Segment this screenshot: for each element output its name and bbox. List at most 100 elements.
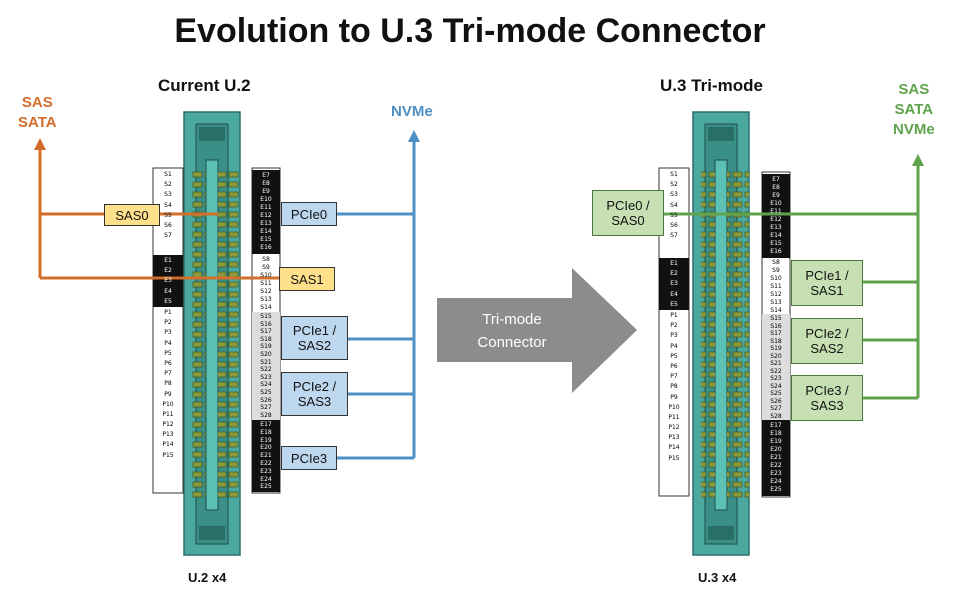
pin-label: S10 (260, 272, 272, 279)
box-label-line: SAS2 (297, 338, 332, 353)
pin-label: E5 (670, 300, 678, 308)
pin-label: P3 (670, 332, 678, 340)
pin-label: E9 (772, 192, 780, 199)
left-sas-arrow-head (34, 138, 46, 150)
pin-label: E17 (260, 421, 272, 428)
pin-label: E11 (260, 204, 272, 211)
pin-label: E14 (770, 232, 782, 239)
left-pin-block-black-top (252, 170, 280, 254)
label-sata: SATA (18, 114, 57, 131)
box-label-line: SAS0 (611, 213, 645, 228)
left-pin-block-black (153, 255, 183, 307)
pin-label: E25 (770, 486, 782, 493)
pin-label: S2 (670, 181, 678, 189)
diagram-title: Evolution to U.3 Tri-mode Connector (174, 12, 766, 50)
pin-label: E17 (770, 422, 782, 429)
pin-label: P7 (670, 373, 678, 381)
pin-label: S18 (260, 335, 272, 343)
pin-label: E18 (770, 430, 782, 437)
box-label-line: SAS3 (810, 398, 844, 413)
pin-label: P12 (162, 421, 174, 429)
pin-label: S21 (770, 360, 782, 367)
pin-label: E16 (260, 244, 272, 251)
pin-label: P4 (670, 342, 678, 350)
pin-label: S27 (770, 405, 782, 412)
pin-label: S9 (262, 264, 270, 271)
pin-label: P8 (164, 380, 172, 388)
pin-label: S4 (164, 201, 172, 209)
pin-label: E13 (260, 220, 272, 227)
pin-label: S15 (770, 315, 782, 322)
box-label-line: SAS3 (297, 394, 332, 409)
pin-label: E10 (770, 200, 782, 207)
pin-label: S27 (260, 404, 272, 412)
box-label-line: SAS2 (810, 341, 844, 356)
pin-label: E4 (670, 290, 678, 298)
pin-label: S11 (770, 283, 782, 290)
pin-label: S18 (770, 337, 782, 345)
pin-label: E21 (260, 452, 272, 460)
pin-label: E4 (164, 287, 172, 295)
left-footer: U.2 x4 (188, 570, 227, 585)
pin-label: P11 (162, 410, 174, 418)
left-pin-block-grey (252, 312, 280, 420)
label-sas: SAS (21, 94, 53, 111)
pin-label: E23 (260, 467, 272, 475)
right-pin-block-black (659, 258, 689, 310)
pin-label: S28 (260, 411, 272, 419)
right-pin-block-black-bottom (762, 420, 790, 496)
pin-label: E19 (260, 436, 272, 444)
middle-arrow (437, 268, 637, 393)
pin-label: S6 (164, 221, 172, 229)
right-footer: U.3 x4 (698, 570, 737, 585)
left-header: Current U.2 (158, 76, 251, 95)
pin-label: E20 (260, 444, 272, 452)
pin-label: S19 (770, 345, 782, 352)
pin-label: S16 (260, 320, 272, 328)
pin-label: P1 (670, 312, 678, 319)
pin-label: S21 (260, 358, 272, 366)
pin-label: S20 (260, 350, 272, 358)
pin-label: P9 (670, 393, 678, 401)
pin-label: P10 (162, 400, 174, 408)
pin-label: E7 (262, 172, 270, 179)
pin-label: S24 (260, 381, 272, 389)
pin-label: S28 (770, 412, 782, 420)
pin-label: S6 (670, 221, 678, 229)
pin-label: E22 (260, 459, 272, 467)
middle-arrow-label: Tri-mode Connector (452, 308, 572, 354)
pin-label: P5 (670, 352, 678, 360)
pin-label: S5 (670, 211, 678, 219)
pin-label: S2 (164, 181, 172, 189)
right-pin-block-grey (762, 314, 790, 420)
box-label-line: PCIe1 / (805, 268, 849, 283)
pin-label: S16 (770, 322, 782, 330)
label-sata: SATA (894, 101, 934, 118)
pin-label: E21 (770, 454, 782, 461)
box-pcie0: PCIe0 (281, 202, 337, 226)
pin-label: S23 (260, 373, 272, 381)
right-trimode-arrow-head (912, 154, 924, 166)
pin-label: E10 (260, 196, 272, 203)
right-pin-column-a (658, 167, 690, 497)
pin-label: P6 (164, 359, 172, 367)
left-sas-sata-label: SAS SATA (18, 93, 57, 133)
box-label-line: PCIe0 / (606, 198, 650, 213)
pin-label: E3 (164, 277, 172, 285)
box-pcie0-sas0: PCIe0 /SAS0 (592, 190, 664, 236)
pin-label: S12 (770, 291, 782, 298)
left-nvme-label: NVMe (391, 103, 433, 120)
pin-label: S22 (260, 366, 272, 374)
right-connector (692, 111, 750, 556)
box-pcie1-sas1: PCIe1 /SAS1 (791, 260, 863, 306)
arrow-line-1: Tri-mode (482, 311, 542, 328)
pin-label: E12 (770, 216, 782, 223)
